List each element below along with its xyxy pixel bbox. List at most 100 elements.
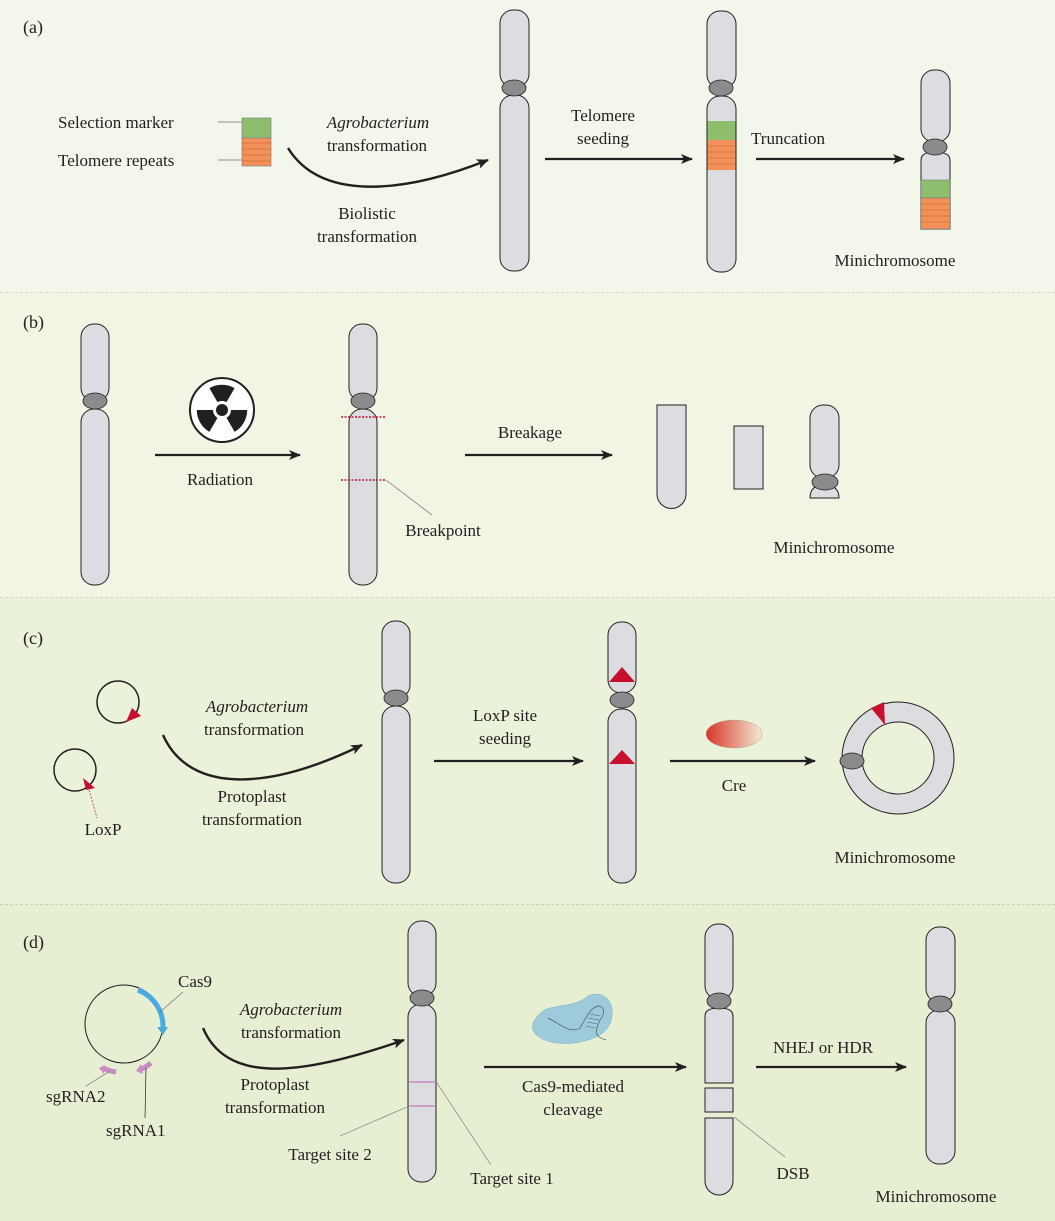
minichromosome xyxy=(809,404,840,499)
panel-label: (c) xyxy=(23,628,43,648)
leader-line xyxy=(733,1116,786,1158)
cas9-gene xyxy=(137,987,166,1029)
centromere xyxy=(82,392,108,410)
step-label: transformation xyxy=(224,1098,326,1117)
leader-line xyxy=(339,1106,408,1137)
minichromosome xyxy=(920,69,951,230)
leader-line xyxy=(436,1082,492,1166)
step-label: Agrobacterium xyxy=(205,697,309,716)
step-label: transformation xyxy=(316,227,418,246)
minichromosome xyxy=(925,926,956,1165)
transformation-arrow xyxy=(161,734,363,781)
chromosome xyxy=(381,620,411,884)
telomere-repeats-label: Telomere repeats xyxy=(58,151,175,170)
radiation-icon xyxy=(189,377,255,443)
chromosome xyxy=(80,323,110,586)
leader-line xyxy=(385,479,433,516)
step-label: Protoplast xyxy=(217,787,287,806)
loxp-site xyxy=(83,778,95,790)
breakpoint-label: Breakpoint xyxy=(405,521,481,540)
result-label: Minichromosome xyxy=(834,848,956,867)
chromosome-with-loxp xyxy=(607,621,637,884)
loxp-site xyxy=(609,667,635,682)
centromere xyxy=(706,992,732,1010)
step-label: transformation xyxy=(203,720,305,739)
panel-d-graphics xyxy=(84,920,956,1196)
excised-fragment xyxy=(704,1087,734,1113)
selection-marker-block xyxy=(241,117,272,139)
centromere xyxy=(922,138,948,156)
selection-marker-block xyxy=(920,179,951,199)
loxp-label: LoxP xyxy=(84,820,122,839)
panel-a-graphics xyxy=(218,9,951,273)
result-label: Minichromosome xyxy=(834,251,956,270)
cas9-plasmid xyxy=(84,984,184,1119)
step-label: transformation xyxy=(201,810,303,829)
loxp-site xyxy=(609,750,635,764)
step-label: Telomere xyxy=(571,106,635,125)
chromosome-with-targets xyxy=(339,920,492,1183)
result-label: Minichromosome xyxy=(875,1187,997,1206)
loxp-site xyxy=(871,702,885,725)
centromere xyxy=(409,989,435,1007)
loxp-site xyxy=(126,708,141,722)
centromere xyxy=(383,689,409,707)
step-label: Protoplast xyxy=(240,1075,310,1094)
loxp-plasmid xyxy=(53,748,98,819)
step-label: Breakage xyxy=(497,423,563,442)
transformation-arrow xyxy=(286,147,489,188)
target-site-1-label: Target site 1 xyxy=(470,1169,554,1188)
result-label: Minichromosome xyxy=(773,538,895,557)
chromosome-with-dsb xyxy=(704,923,786,1196)
ring-minichromosome xyxy=(839,701,955,815)
sgrna2-label: sgRNA2 xyxy=(46,1087,106,1106)
step-label: Agrobacterium xyxy=(326,113,430,132)
centromere xyxy=(839,752,865,770)
telomere-repeats-block xyxy=(241,137,272,167)
centromere xyxy=(501,79,527,97)
chromosome-with-insertion xyxy=(706,10,737,273)
step-label: Radiation xyxy=(186,470,254,489)
step-label: Cas9-mediated xyxy=(522,1077,624,1096)
panel-c-graphics xyxy=(53,620,955,884)
step-label: Agrobacterium xyxy=(239,1000,343,1019)
step-label: seeding xyxy=(577,129,629,148)
dsb-label: DSB xyxy=(776,1164,810,1183)
telomere-repeats-block xyxy=(707,140,736,170)
leader-line xyxy=(144,1067,147,1119)
sgrna1-label: sgRNA1 xyxy=(106,1121,166,1140)
centromere xyxy=(350,392,376,410)
panel-b-graphics xyxy=(80,323,840,586)
centromere xyxy=(708,79,734,97)
leader-line xyxy=(88,789,98,819)
chromosome-fragment xyxy=(656,404,687,509)
step-label: Cre xyxy=(721,776,747,795)
chromosome-with-breakpoints xyxy=(341,323,433,586)
step-label: Truncation xyxy=(751,129,825,148)
panel-label: (b) xyxy=(23,312,44,332)
step-label: transformation xyxy=(326,136,428,155)
selection-marker-block xyxy=(707,121,736,140)
panel-d xyxy=(0,905,1055,1221)
step-label: transformation xyxy=(240,1023,342,1042)
transformation-arrow xyxy=(201,1027,405,1070)
selection-marker-label: Selection marker xyxy=(58,113,174,132)
step-label: NHEJ or HDR xyxy=(772,1038,874,1057)
chromosome-fragment xyxy=(733,425,764,490)
chromosome xyxy=(499,9,530,272)
centromere xyxy=(927,995,953,1013)
step-label: Biolistic xyxy=(338,204,396,223)
step-label: seeding xyxy=(479,729,531,748)
cre-recombinase xyxy=(705,719,763,749)
cas9-protein-icon xyxy=(532,993,613,1044)
telomere-repeats-block xyxy=(920,197,951,230)
panel-b xyxy=(0,293,1055,598)
target-site-2-label: Target site 2 xyxy=(288,1145,372,1164)
loxp-plasmid xyxy=(96,680,141,724)
step-label: LoxP site xyxy=(472,706,538,725)
centromere xyxy=(811,473,839,491)
panel-label: (a) xyxy=(23,17,43,37)
centromere xyxy=(609,691,635,709)
cas9-label: Cas9 xyxy=(178,972,212,991)
